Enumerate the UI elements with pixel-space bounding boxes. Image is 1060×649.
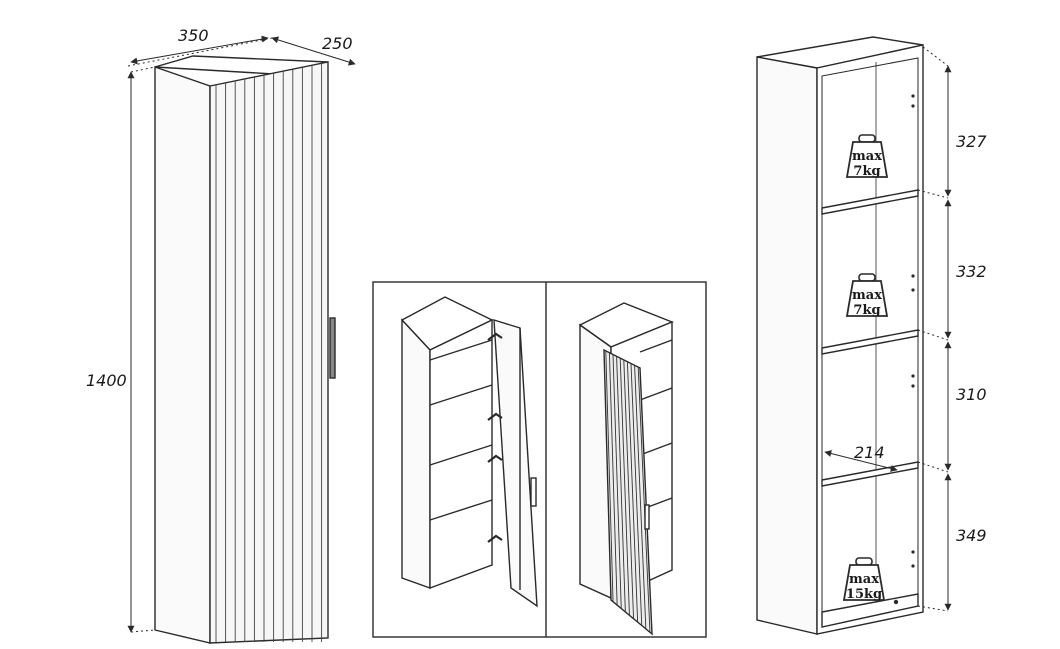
cabinet-side-panel	[154, 66, 211, 644]
svg-text:max: max	[852, 288, 882, 303]
compartment-3-height-label: 310	[956, 385, 987, 404]
shelf-1	[821, 189, 919, 215]
closed-cabinet-view	[154, 55, 336, 644]
svg-text:15kg: 15kg	[846, 587, 882, 602]
svg-text:max: max	[852, 149, 882, 164]
shelf-depth-label: 214	[854, 443, 885, 462]
compartment-4-height-label: 349	[956, 526, 987, 545]
cabinet-front-door	[209, 61, 329, 644]
compartment-dimension-lines	[824, 46, 952, 612]
compartment-1-height-label: 327	[956, 132, 987, 151]
door-handle	[329, 317, 336, 379]
weight-limit-1: max 7kg	[846, 134, 888, 179]
weight-limit-2: max 7kg	[846, 273, 888, 318]
compartment-2-height-label: 332	[956, 262, 987, 281]
svg-text:7kg: 7kg	[853, 164, 880, 179]
shelf-2	[821, 329, 919, 355]
dimension-lines	[127, 35, 356, 633]
svg-text:7kg: 7kg	[853, 303, 880, 318]
open-flat-door-view	[400, 296, 538, 608]
weight-limit-3: max 15kg	[843, 557, 885, 602]
open-door-inset	[372, 281, 707, 638]
depth-dimension-label: 250	[322, 34, 353, 53]
door-flutes	[215, 63, 323, 642]
height-dimension-label: 1400	[86, 371, 127, 390]
width-dimension-label: 350	[178, 26, 209, 45]
open-fluted-door-view	[578, 302, 674, 636]
shelf-dimension-view	[756, 36, 924, 635]
svg-text:max: max	[849, 572, 879, 587]
